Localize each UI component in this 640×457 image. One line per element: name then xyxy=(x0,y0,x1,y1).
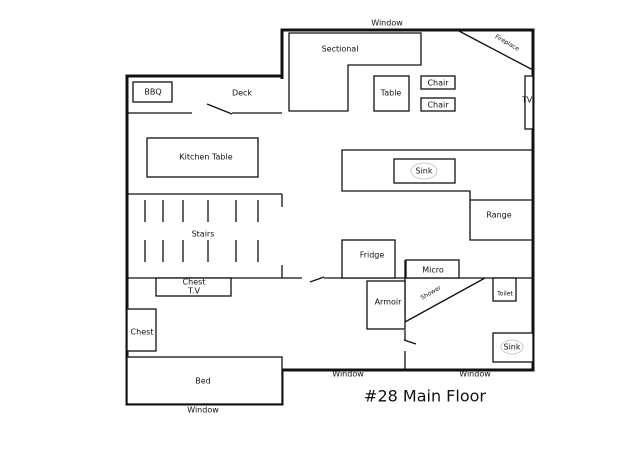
window-label-top: Window xyxy=(371,19,403,28)
bath-sink-label: Sink xyxy=(503,343,520,352)
window-label-bottom-mid: Window xyxy=(332,370,364,379)
kitchen-table xyxy=(146,137,259,178)
chair-2 xyxy=(420,97,456,112)
bath-sink xyxy=(492,332,534,363)
chest-tv xyxy=(155,277,232,297)
stairs xyxy=(144,200,259,262)
shower-label: Shower xyxy=(420,284,443,302)
window-label-bottom-left: Window xyxy=(187,406,219,415)
kitchen-sink-label: Sink xyxy=(415,167,432,176)
kitchen-counter xyxy=(341,149,533,241)
table xyxy=(373,75,410,112)
chest-tv-label-1: Chest xyxy=(183,278,206,287)
fridge-label: Fridge xyxy=(360,251,385,260)
table-label: Table xyxy=(380,89,402,98)
bbq xyxy=(132,81,173,103)
chest-label: Chest xyxy=(131,328,154,337)
fridge xyxy=(341,239,396,279)
kitchen-table-label: Kitchen Table xyxy=(179,153,232,162)
chair-1-label: Chair xyxy=(427,79,449,88)
bed-label: Bed xyxy=(195,377,211,386)
chest-tv-label-2: T.V xyxy=(187,287,200,296)
tv xyxy=(524,75,534,130)
bbq-label: BBQ xyxy=(144,88,161,97)
bed xyxy=(126,356,283,405)
fireplace-label: Fireplace xyxy=(494,33,521,53)
micro-label: Micro xyxy=(422,266,444,275)
sectional xyxy=(288,32,422,112)
stairs-label: Stairs xyxy=(192,230,215,239)
micro xyxy=(405,259,460,279)
tv-label: TV xyxy=(521,96,533,105)
chest xyxy=(126,308,157,352)
sectional-label: Sectional xyxy=(322,45,359,54)
range-label: Range xyxy=(486,211,511,220)
deck-label: Deck xyxy=(232,89,252,98)
chair-2-label: Chair xyxy=(427,101,449,110)
window-label-bottom-right: Window xyxy=(459,370,491,379)
chair-1 xyxy=(420,75,456,90)
toilet-label: Toilet xyxy=(496,291,513,298)
armoir-label: Armoir xyxy=(375,298,403,307)
toilet xyxy=(492,277,517,302)
armoir xyxy=(366,280,406,330)
plan-title: #28 Main Floor xyxy=(364,387,486,406)
